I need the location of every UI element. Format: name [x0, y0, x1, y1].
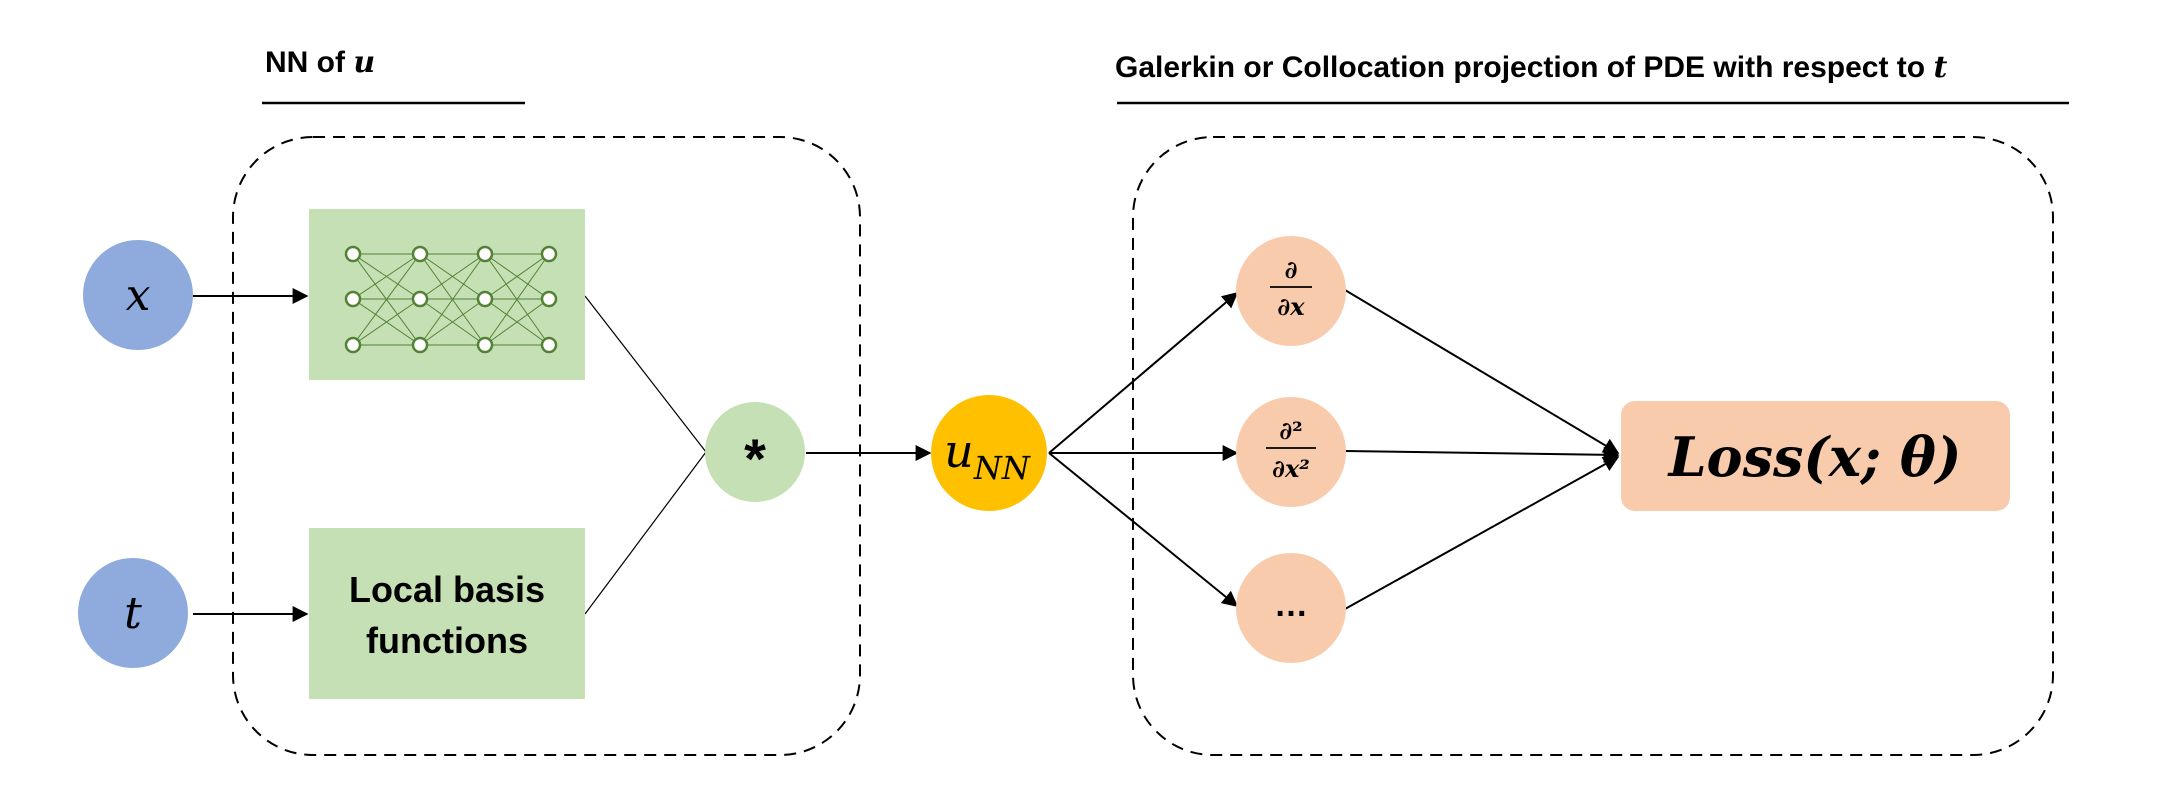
network-neuron [540, 245, 558, 263]
network-edge [419, 253, 486, 300]
network-neuron [476, 290, 494, 308]
projection-group-box [1132, 136, 2054, 756]
network-edge [484, 253, 550, 300]
arrow-u-to-d3 [1048, 452, 1239, 608]
loss-box: Loss(x; θ) [1621, 401, 2010, 511]
network-neuron [344, 290, 362, 308]
u-nn-label: uNN [944, 424, 1031, 487]
loss-label: Loss(x; θ) [1667, 425, 1962, 489]
basis-label-line1: Local basis [349, 569, 545, 610]
d1-denominator: ∂x [1277, 292, 1305, 321]
arrow-d3-to-loss [1344, 456, 1620, 610]
network-edge [419, 298, 486, 346]
nn-section-title: NN of u [265, 45, 375, 80]
network-neuron [540, 336, 558, 354]
network-edge [352, 253, 421, 346]
input-x-label: x [126, 270, 151, 321]
local-basis-functions-box: Local basis functions [309, 528, 585, 699]
product-symbol: * [744, 427, 766, 490]
network-edge [419, 253, 486, 346]
network-nodes [344, 245, 558, 354]
line-network-to-product [584, 295, 707, 453]
network-edge [352, 298, 421, 346]
arrow-d1-to-loss [1344, 289, 1620, 454]
d2-numerator: ∂² [1279, 416, 1302, 445]
second-derivative-node: ∂² ∂x² [1236, 397, 1346, 507]
network-edge [484, 253, 550, 346]
network-neuron [344, 336, 362, 354]
network-edge [352, 253, 421, 300]
network-neuron [411, 336, 429, 354]
input-node-x: x [83, 240, 193, 350]
projection-section-title: Galerkin or Collocation projection of PD… [1115, 50, 1947, 85]
d1-numerator: ∂ [1285, 255, 1298, 284]
network-neuron [344, 245, 362, 263]
line-basis-to-product [584, 451, 707, 615]
network-edges [352, 253, 550, 346]
network-neuron [540, 290, 558, 308]
neural-network-box [309, 209, 585, 380]
network-edge [484, 298, 550, 346]
network-neuron [476, 336, 494, 354]
product-node: * [705, 402, 805, 502]
input-t-label: t [124, 588, 142, 639]
d2-denominator: ∂x² [1272, 454, 1310, 483]
network-neuron [411, 245, 429, 263]
network-neuron [411, 290, 429, 308]
arrow-u-to-d1 [1048, 291, 1239, 454]
d3-ellipsis: … [1274, 586, 1308, 624]
u-nn-node: uNN [931, 395, 1047, 511]
first-derivative-node: ∂ ∂x [1236, 236, 1346, 346]
more-derivatives-node: … [1236, 553, 1346, 663]
nn-group-box [232, 136, 861, 756]
arrow-d2-to-loss [1344, 446, 1620, 463]
input-node-t: t [78, 558, 188, 668]
basis-label-line2: functions [366, 620, 528, 661]
network-neuron [476, 245, 494, 263]
